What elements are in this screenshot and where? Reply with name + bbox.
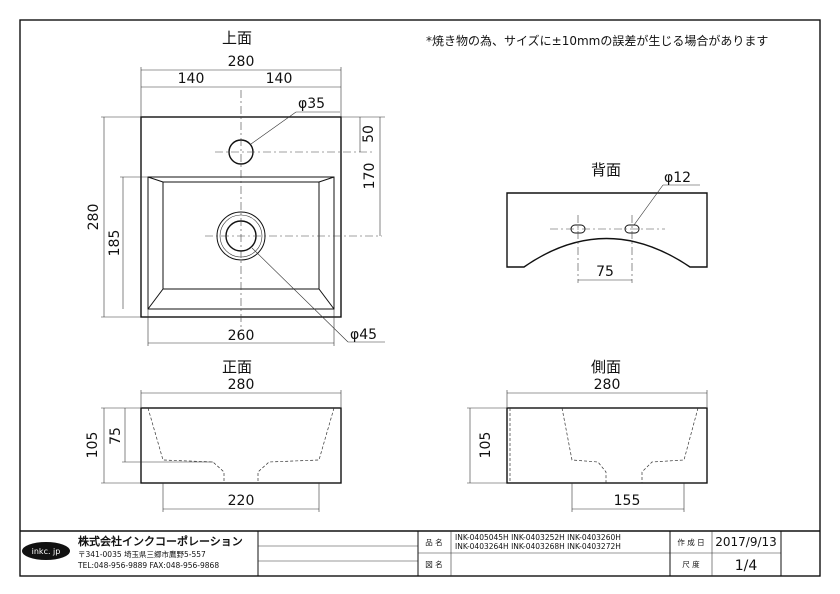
dim-bowl-depth: 185 <box>107 230 123 257</box>
dim-drain: φ45 <box>350 327 377 343</box>
logo-text: inkc. jp <box>32 547 61 556</box>
back-view-title: 背面 <box>591 161 621 179</box>
dim-top-overall-width: 280 <box>228 54 255 70</box>
tolerance-note: *焼き物の為、サイズに±10mmの誤差が生じる場合があります <box>426 33 768 48</box>
dim-front-width: 280 <box>228 377 255 393</box>
company-name: 株式会社インクコーポレーション <box>78 534 243 548</box>
dim-side-width: 280 <box>594 377 621 393</box>
side-view-title: 側面 <box>591 358 621 376</box>
scale-label: 尺 度 <box>682 559 700 569</box>
dim-bowl-width: 260 <box>228 328 255 344</box>
side-view-outline <box>506 407 708 484</box>
product-name-label: 品 名 <box>425 537 442 547</box>
front-view-outline <box>140 407 342 484</box>
dim-front-bottom-width: 220 <box>228 493 255 509</box>
back-view-outline <box>506 192 708 268</box>
dim-front-bowl-height: 75 <box>108 427 124 445</box>
dim-back-hole: φ12 <box>664 170 691 186</box>
front-bowl-hidden-right <box>257 407 335 483</box>
date-label: 作 成 日 <box>677 537 704 547</box>
drawing-scale: 1/4 <box>735 558 758 574</box>
dim-side-bottom-width: 155 <box>614 493 641 509</box>
dim-back-spacing: 75 <box>596 264 614 280</box>
dim-side-height: 105 <box>478 432 494 459</box>
dim-top-half-left: 140 <box>178 71 205 87</box>
dim-top-overall-depth: 280 <box>86 204 102 231</box>
product-models-line1: INK-0405045H INK-0403252H INK-0403260H <box>455 533 621 542</box>
company-contact: TEL:048-956-9889 FAX:048-956-9868 <box>77 561 219 570</box>
drawing-frame <box>19 19 821 577</box>
front-view-title: 正面 <box>222 358 252 376</box>
drawing-name-label: 図 名 <box>425 559 442 569</box>
front-bowl-hidden-left <box>147 407 225 483</box>
top-view-title: 上面 <box>222 29 252 47</box>
product-models-line2: INK-0403264H INK-0403268H INK-0403272H <box>455 542 621 551</box>
dim-front-height: 105 <box>85 432 101 459</box>
dim-top-half-right: 140 <box>266 71 293 87</box>
dim-hole-offset: 50 <box>361 125 377 143</box>
title-block: inkc. jp 株式会社インクコーポレーション 〒341-0035 埼玉県三郷… <box>20 530 820 576</box>
company-address: 〒341-0035 埼玉県三郷市鷹野5-557 <box>78 549 206 559</box>
creation-date: 2017/9/13 <box>715 535 777 549</box>
company-logo <box>22 542 70 560</box>
dim-hole-to-drain: 170 <box>362 163 378 190</box>
dim-faucet-hole: φ35 <box>298 96 325 112</box>
